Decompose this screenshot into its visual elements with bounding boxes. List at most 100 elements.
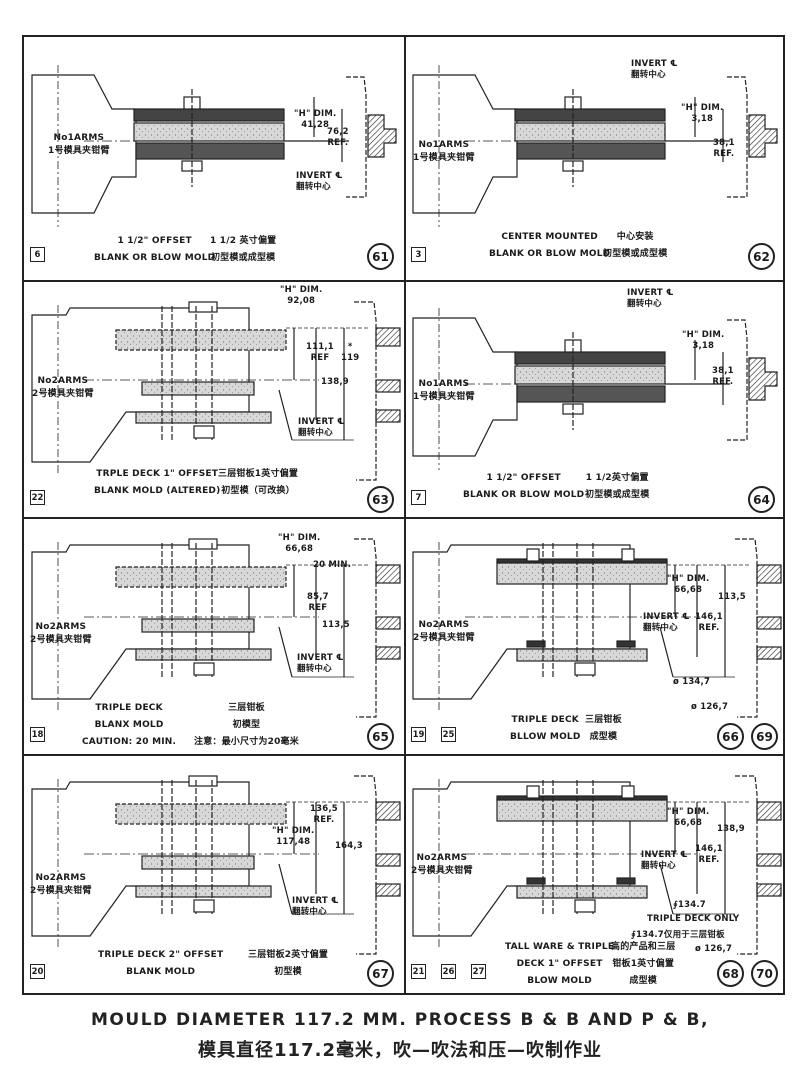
invert-line: 翻转中心: [297, 664, 332, 674]
cap-en-line: BLANK MOLD (ALTERED): [94, 486, 221, 496]
cap-en-line: TRIPLE DECK: [95, 703, 163, 713]
footer-chinese: 模具直径117.2毫米，吹—吹法和压—吹制作业: [198, 1040, 602, 1061]
cap-en-line: 1 1/2" OFFSET: [486, 473, 561, 483]
cap-en-line: 1 1/2" OFFSET: [117, 236, 192, 246]
label-hdim: "H" DIM.3,18: [682, 330, 724, 352]
hdim-line: "H" DIM.: [272, 826, 315, 836]
invert-line: INVERT ℄: [296, 171, 343, 181]
hdim-line: 92,08: [287, 296, 316, 306]
dim1-line: REF: [310, 353, 330, 363]
figure-number-circle: 62: [748, 243, 775, 270]
hdim-line: 3,18: [691, 114, 714, 124]
row-divider: [24, 754, 783, 756]
bottom-plate: [516, 885, 648, 899]
figure-number-circle: 64: [748, 486, 775, 513]
mold-holder: [514, 365, 666, 385]
top-plate: [133, 108, 285, 122]
row-divider: [24, 280, 783, 282]
dim1-line: 76,2: [327, 127, 349, 137]
label-hdim: "H" DIM.66,68: [667, 574, 709, 596]
hdim-line: "H" DIM.: [682, 330, 725, 340]
hdim-line: 3,18: [692, 341, 715, 351]
label-cap-cn: 三层钳板初模型注意：最小尺寸为20毫米: [194, 700, 299, 751]
row-divider: [24, 517, 783, 519]
dim3-line: 119: [341, 353, 360, 363]
arm-line: No2ARMS: [37, 376, 89, 386]
invert-line: INVERT ℄: [631, 59, 678, 69]
dim3-line: ∮134.7: [673, 900, 706, 910]
dim1-line: REF.: [313, 815, 335, 825]
reference-box: 22: [30, 490, 45, 505]
middle-plate: [141, 618, 255, 633]
invert-line: INVERT ℄: [627, 288, 674, 298]
cap-cn-line: 1 1/2英寸偏置: [585, 473, 649, 483]
lower-plate: [516, 385, 666, 403]
hdim-line: 41,28: [301, 120, 330, 130]
arm-line: No2ARMS: [35, 622, 87, 632]
label-invert: INVERT ℄翻转中心: [292, 896, 339, 918]
hatched-mold-section: [375, 564, 401, 584]
top-plate: [115, 803, 287, 825]
hatched-mold-section: [748, 357, 778, 401]
cap-cn-line: 钳板1英寸偏置: [612, 959, 675, 969]
label-cap-cn: 三层钳板2英寸偏置初型模: [248, 947, 328, 981]
bottom-plate: [135, 885, 272, 898]
label-hdim: "H" DIM.41,28: [294, 109, 336, 131]
cap-cn-line: 成型模: [629, 976, 657, 986]
cap-cn-line: 初型模: [274, 967, 302, 977]
label-dim3: *119: [341, 342, 359, 364]
mold-holder: [514, 122, 666, 142]
label-invert: INVERT ℄翻转中心: [296, 171, 343, 193]
label-dim2: 138,9: [321, 377, 349, 388]
cap-cn-line: 中心安装: [616, 232, 654, 242]
invert-line: 翻转中心: [643, 623, 678, 633]
cap-cn-line: 注意：最小尺寸为20毫米: [194, 737, 299, 747]
label-dim4: TRIPLE DECK ONLY: [647, 914, 739, 925]
label-cap-cn: 1 1/2英寸偏置初型模或成型模: [585, 470, 649, 504]
lower-plate: [516, 142, 666, 160]
label-hdim: "H" DIM.66,68: [667, 807, 709, 829]
hdim-line: "H" DIM.: [280, 285, 323, 295]
middle-plate: [141, 381, 255, 396]
dim5-line: ∮134.7仅用于三层钳板: [631, 930, 725, 940]
label-hdim: "H" DIM.3,18: [681, 103, 723, 125]
label-dim3: ø 134,7: [673, 677, 710, 688]
top-plate: [115, 566, 287, 588]
invert-line: 翻转中心: [296, 182, 331, 192]
dim3-line: 113,5: [322, 620, 350, 630]
invert-line: 翻转中心: [292, 907, 327, 917]
dim3-line: *: [347, 342, 353, 352]
reference-box: 27: [471, 964, 486, 979]
reference-box: 20: [30, 964, 45, 979]
arm-line: 2号模具夹钳臂: [30, 886, 92, 896]
arm-line: 1号模具夹钳臂: [413, 392, 475, 402]
arm-line: No1ARMS: [418, 379, 470, 389]
top-plate: [514, 108, 666, 122]
dim1-line: 38,1: [713, 138, 735, 148]
hdim-line: "H" DIM.: [681, 103, 724, 113]
label-dim2: 113,5: [718, 592, 746, 603]
mechanism-drawing: [412, 775, 782, 955]
label-dim2: 164,3: [335, 841, 363, 852]
cap-cn-line: 高的产品和三层: [611, 942, 676, 952]
arm-line: No1ARMS: [418, 140, 470, 150]
invert-line: INVERT ℄: [643, 612, 690, 622]
figure-number-circle: 61: [367, 243, 394, 270]
arm-line: 2号模具夹钳臂: [411, 866, 473, 876]
dim1-line: REF.: [698, 623, 720, 633]
